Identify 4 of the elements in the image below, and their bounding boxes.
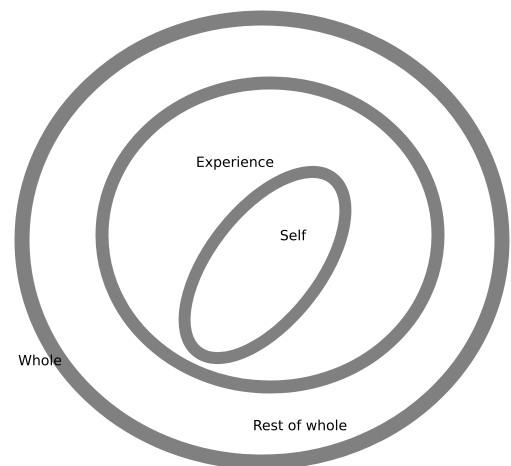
region-label: Experience (197, 156, 274, 170)
region-label: Self (280, 230, 306, 240)
region-label: Rest of whole (252, 418, 348, 432)
region-label: Whole (18, 354, 62, 366)
